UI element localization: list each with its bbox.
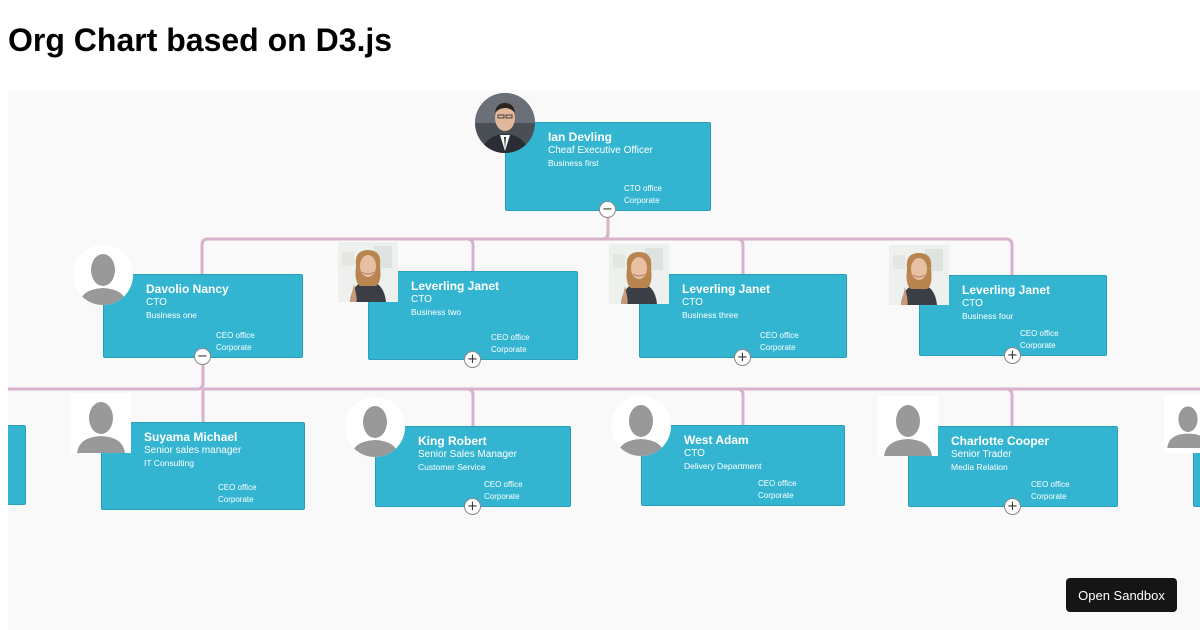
node-name: Leverling Janet: [682, 282, 771, 296]
node-department: Media Relation: [951, 462, 1008, 472]
node-position: Cheaf Executive Officer: [548, 145, 653, 156]
node-office-type: Corporate: [760, 343, 796, 352]
open-sandbox-button[interactable]: Open Sandbox: [1066, 578, 1177, 612]
expand-toggle-button[interactable]: +: [464, 351, 481, 368]
node-office-type: Corporate: [1031, 492, 1067, 501]
expand-toggle-button[interactable]: +: [734, 349, 751, 366]
node-position: CTO: [411, 294, 432, 305]
node-office-type: Corporate: [1020, 341, 1056, 350]
node-name: Davolio Nancy: [146, 282, 229, 296]
org-node-partial-left[interactable]: [8, 425, 26, 505]
link-nancy-left: [8, 365, 205, 391]
link-root-left: [200, 218, 610, 274]
node-name: West Adam: [684, 433, 749, 447]
node-department: Business one: [146, 310, 198, 320]
node-office: CEO office: [216, 331, 255, 340]
page-title: Org Chart based on D3.js: [8, 22, 393, 58]
link-nancy-west: [736, 387, 745, 425]
node-department: Business three: [682, 310, 739, 320]
node-office-type: Corporate: [624, 196, 660, 205]
node-office: CEO office: [218, 483, 257, 492]
profile-photo: [609, 244, 669, 304]
person-silhouette-icon: [878, 396, 938, 456]
expand-toggle-button[interactable]: +: [464, 498, 481, 515]
profile-photo: [338, 242, 398, 302]
person-silhouette-icon: [1164, 395, 1200, 453]
node-name: Leverling Janet: [962, 283, 1051, 297]
node-office: CTO office: [624, 184, 662, 193]
node-department: Customer Service: [418, 462, 486, 472]
person-silhouette-icon: [345, 397, 405, 457]
node-office: CEO office: [758, 479, 797, 488]
node-office: CEO office: [760, 331, 799, 340]
node-position: CTO: [146, 297, 167, 308]
profile-photo: [475, 93, 535, 153]
node-position: Senior sales manager: [144, 445, 242, 456]
org-chart-links: [8, 218, 1200, 426]
node-office-type: Corporate: [491, 345, 527, 354]
node-position: Senior Sales Manager: [418, 449, 517, 460]
link-root-janet-two: [466, 237, 608, 271]
node-department: Business first: [548, 158, 599, 168]
node-name: King Robert: [418, 434, 487, 448]
node-office: CEO office: [1020, 329, 1059, 338]
node-name: Ian Devling: [548, 130, 613, 144]
profile-photo: [889, 245, 949, 305]
node-office-type: Corporate: [216, 343, 252, 352]
node-name: Suyama Michael: [144, 430, 238, 444]
node-office-type: Corporate: [484, 492, 520, 501]
expand-toggle-button[interactable]: +: [1004, 347, 1021, 364]
node-position: CTO: [682, 297, 703, 308]
node-department: Business two: [411, 307, 462, 317]
link-root-janet-four: [608, 237, 1014, 275]
node-position: Senior Trader: [951, 449, 1012, 460]
collapse-toggle-button[interactable]: −: [194, 348, 211, 365]
node-department: Delivery Department: [684, 461, 762, 471]
node-office-type: Corporate: [218, 495, 254, 504]
node-office: CEO office: [1031, 480, 1070, 489]
person-silhouette-icon: [611, 396, 671, 456]
person-silhouette-icon: [73, 245, 133, 305]
node-office: CEO office: [484, 480, 523, 489]
node-department: IT Consulting: [144, 458, 194, 468]
node-department: Business four: [962, 311, 1014, 321]
person-silhouette-icon: [71, 393, 131, 453]
node-office-type: Corporate: [758, 491, 794, 500]
node-office: CEO office: [491, 333, 530, 342]
link-nancy-charlotte: [1005, 387, 1014, 426]
node-name: Leverling Janet: [411, 279, 500, 293]
node-position: CTO: [684, 448, 705, 459]
link-nancy-king: [466, 387, 475, 426]
node-position: CTO: [962, 298, 983, 309]
collapse-toggle-button[interactable]: −: [599, 201, 616, 218]
node-name: Charlotte Cooper: [951, 434, 1050, 448]
expand-toggle-button[interactable]: +: [1004, 498, 1021, 515]
